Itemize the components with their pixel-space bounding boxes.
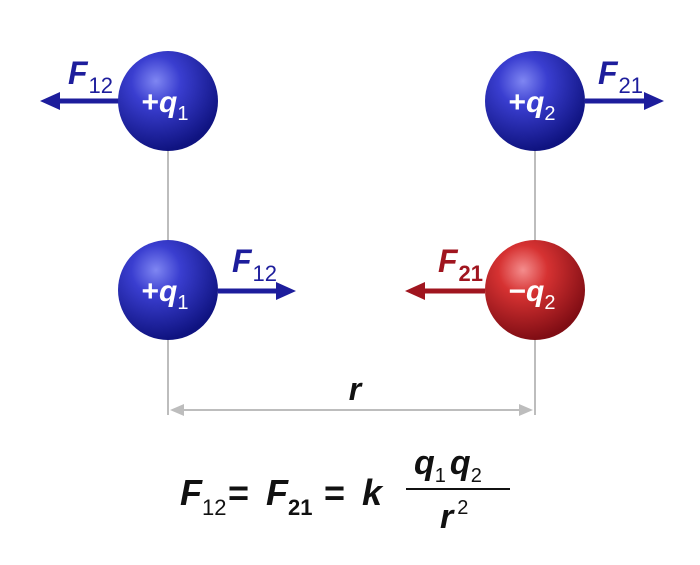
top-left-charge-sphere xyxy=(118,51,218,151)
formula-mid: F21 xyxy=(266,472,312,520)
top-right-force-arrow xyxy=(585,92,664,110)
bottom-right-force-label: F21 xyxy=(438,243,483,286)
bottom-left-charge-sphere xyxy=(118,240,218,340)
bottom-left-charge-label: +q1 xyxy=(142,275,189,314)
distance-label: r xyxy=(349,371,363,407)
top-right-charge-sphere xyxy=(485,51,585,151)
formula-lhs: F12 xyxy=(180,472,226,520)
distance-arrow xyxy=(170,404,533,416)
formula-constant-k: k xyxy=(362,472,384,513)
top-right-force-label: F21 xyxy=(598,55,643,98)
top-left-force-label: F12 xyxy=(68,55,113,98)
top-left-force-arrow xyxy=(40,92,120,110)
bottom-right-charge-label: −q2 xyxy=(509,275,556,314)
bottom-right-charge-sphere xyxy=(485,240,585,340)
bottom-left-force-arrow xyxy=(218,282,296,300)
bottom-left-force-label: F12 xyxy=(232,243,277,286)
top-left-charge-label: +q1 xyxy=(142,86,189,125)
top-right-charge-label: +q2 xyxy=(509,86,556,125)
bottom-right-force-arrow xyxy=(405,282,485,300)
formula-equals-1: = xyxy=(228,472,249,513)
formula-equals-2: = xyxy=(324,472,345,513)
